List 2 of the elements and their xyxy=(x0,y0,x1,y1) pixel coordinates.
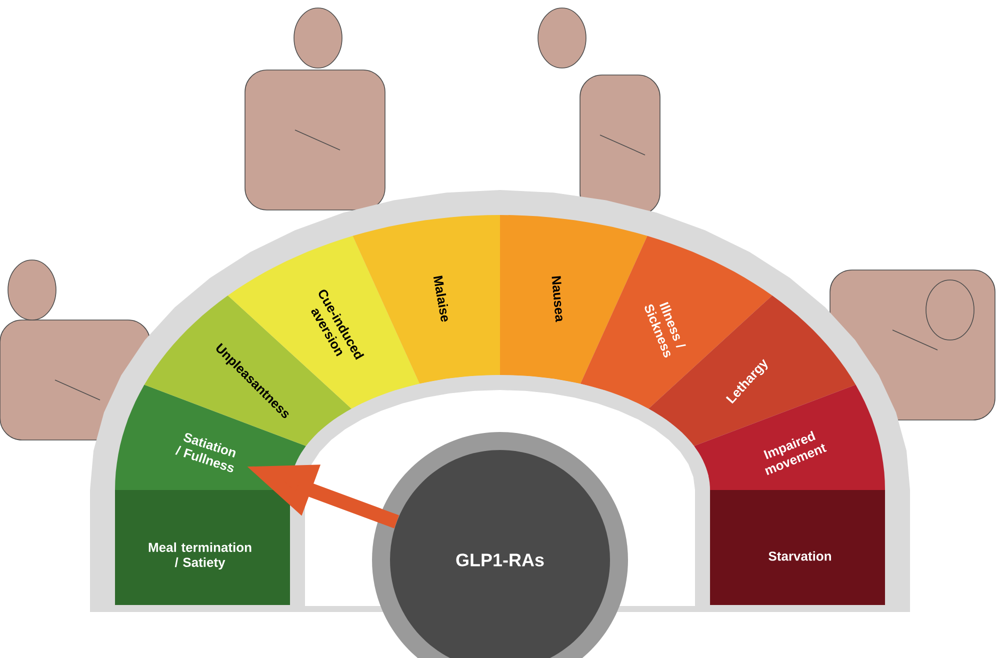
gauge-segment: Meal termination / Satiety xyxy=(115,490,290,605)
gauge-segment: Starvation xyxy=(710,490,886,605)
